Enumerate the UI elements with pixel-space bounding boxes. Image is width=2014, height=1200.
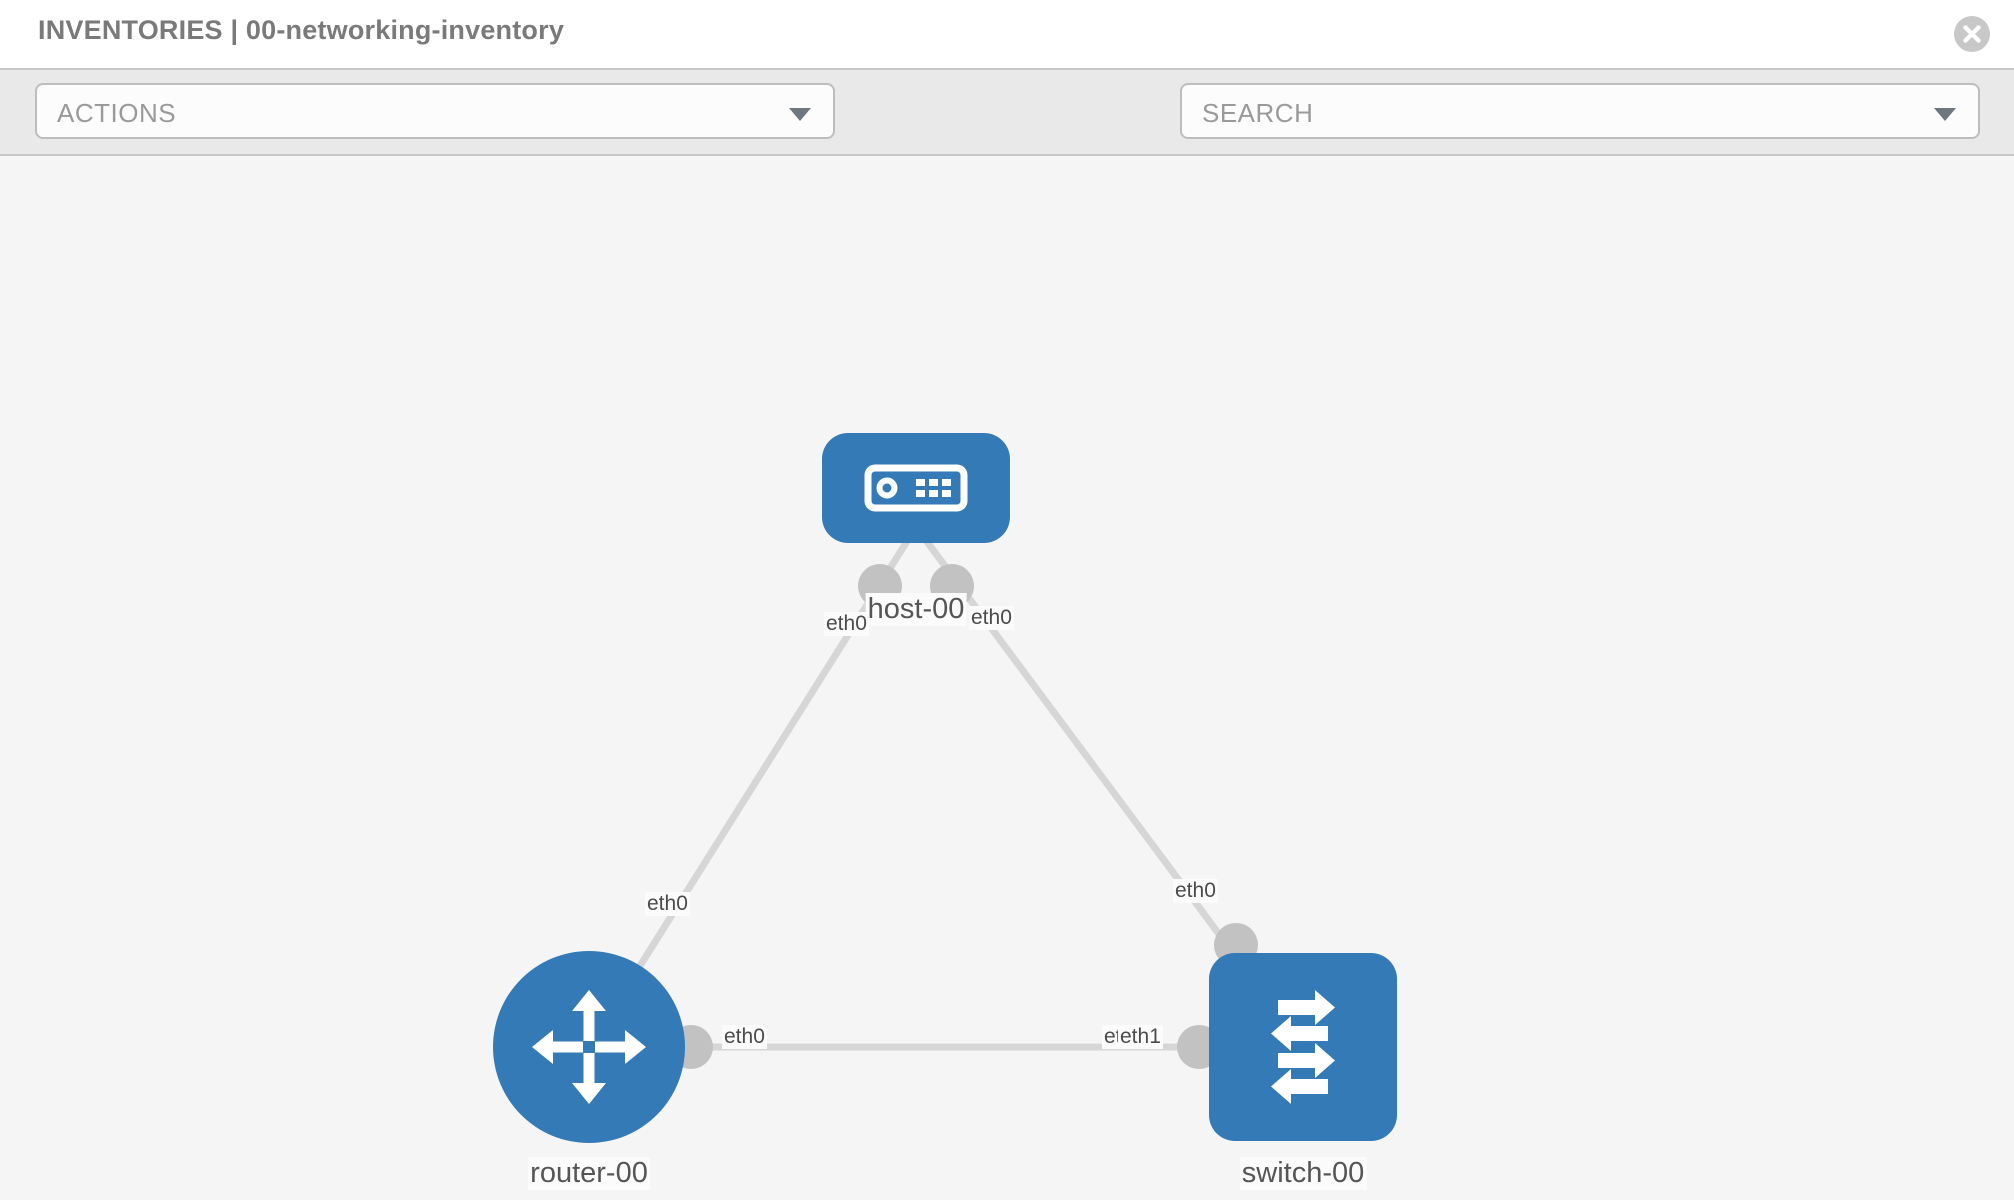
node-label-switch-00: switch-00 — [1239, 1157, 1367, 1190]
router-arrows-icon — [532, 990, 646, 1104]
node-switch-00[interactable] — [1209, 953, 1397, 1141]
node-label-host-00: host-00 — [865, 593, 967, 626]
chevron-down-icon[interactable] — [1934, 108, 1956, 121]
switch-arrows-icon — [1271, 990, 1335, 1104]
node-host-00[interactable] — [822, 433, 1010, 543]
close-icon[interactable] — [1954, 16, 1990, 52]
page-title: INVENTORIES | 00-networking-inventory — [38, 15, 565, 45]
iface-label-switch-left: eth1 — [1118, 1025, 1163, 1049]
server-icon — [864, 464, 968, 512]
node-router-00[interactable] — [493, 951, 685, 1143]
iface-label-switch-up: eth0 — [1173, 879, 1218, 903]
iface-label-router-right: eth0 — [722, 1025, 767, 1049]
node-label-router-00: router-00 — [528, 1157, 650, 1190]
chevron-down-icon — [789, 108, 811, 121]
actions-dropdown[interactable]: ACTIONS — [35, 83, 835, 139]
iface-label-host-right: eth0 — [969, 606, 1014, 630]
search-input[interactable]: SEARCH — [1180, 83, 1980, 139]
iface-label-router-up: eth0 — [645, 892, 690, 916]
iface-label-host-left: eth0 — [824, 612, 869, 636]
topology-graph — [585, 523, 1307, 1069]
toolbar: ACTIONS SEARCH — [0, 68, 2014, 196]
topology-canvas[interactable]: host-00 eth0 eth0 router-00 eth0 eth0 — [0, 156, 2014, 1200]
actions-dropdown-label: ACTIONS — [57, 98, 177, 128]
search-placeholder: SEARCH — [1202, 98, 1314, 128]
page-header: INVENTORIES | 00-networking-inventory — [0, 0, 2014, 68]
